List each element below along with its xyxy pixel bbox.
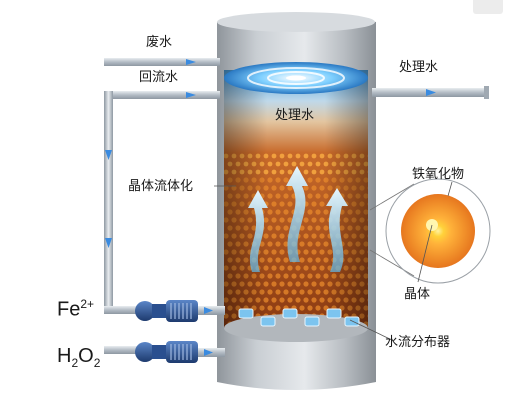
h2o2-pump-motor — [166, 341, 198, 363]
pipe-flow-arrows — [105, 59, 436, 356]
distributor-nozzle — [238, 308, 254, 319]
treated-water-top-label: 处理水 — [275, 108, 315, 123]
h2o2-label: H2O2 — [57, 345, 101, 370]
h2o2-pump-impeller — [135, 342, 155, 362]
crystal-callout — [369, 178, 491, 284]
callout-line-top — [369, 183, 415, 211]
flow-arrow-center — [286, 166, 308, 262]
reflux-water-label: 回流水 — [139, 70, 179, 85]
distributor-nozzle — [260, 316, 276, 327]
iron-oxide-pointer — [447, 181, 453, 197]
distributor-nozzle — [344, 316, 360, 327]
reflux-down-arrow-2 — [105, 238, 112, 248]
distributor-nozzle — [326, 308, 342, 319]
reactor-top — [217, 12, 375, 32]
crystal-label: 晶体 — [404, 287, 431, 302]
reflux-pipe-to-h2o2 — [104, 346, 138, 354]
distributor-pointer — [349, 319, 393, 341]
upflow-arrows — [248, 166, 348, 272]
callout-ring — [385, 178, 491, 284]
flow-arrow-left — [248, 190, 268, 272]
water-distributor — [238, 308, 360, 327]
fe-pump-motor — [166, 300, 198, 322]
waste-water-pipe — [104, 58, 220, 66]
waste-water-label: 废水 — [146, 35, 173, 50]
reactor-interior — [224, 62, 368, 342]
reflux-water-arrow — [186, 92, 196, 98]
treated-water-arrow — [426, 89, 436, 96]
reflux-pipe-vertical — [104, 91, 113, 313]
distributor-nozzle — [304, 316, 320, 327]
fe2-label: Fe2+ — [57, 297, 95, 321]
fe-pump-impeller — [135, 301, 155, 321]
fe-dosing-pump — [135, 300, 198, 322]
reflux-pipe-to-fe — [104, 306, 138, 314]
bed-bottom — [224, 314, 368, 342]
iron-oxide-label: 铁氧化物 — [412, 167, 465, 182]
h2o2-feed-arrow — [204, 349, 213, 356]
distributor-nozzle — [282, 308, 298, 319]
crystal-fluidization-label: 晶体流体化 — [128, 179, 194, 194]
water-distributor-label: 水流分布器 — [385, 335, 451, 350]
crystal-pointer — [417, 224, 433, 283]
flow-arrow-right — [326, 188, 348, 272]
reflux-down-arrow-1 — [105, 150, 112, 160]
expand-icon[interactable] — [473, 0, 503, 14]
waste-water-arrow — [186, 59, 196, 65]
crystal-pellet-magnified — [401, 194, 475, 268]
h2o2-dosing-pump — [135, 341, 198, 363]
reflux-pipe-top — [104, 91, 220, 99]
treated-water-outlet-label: 处理水 — [399, 60, 439, 75]
callout-line-bottom — [369, 249, 415, 277]
fe-feed-arrow — [204, 307, 213, 314]
